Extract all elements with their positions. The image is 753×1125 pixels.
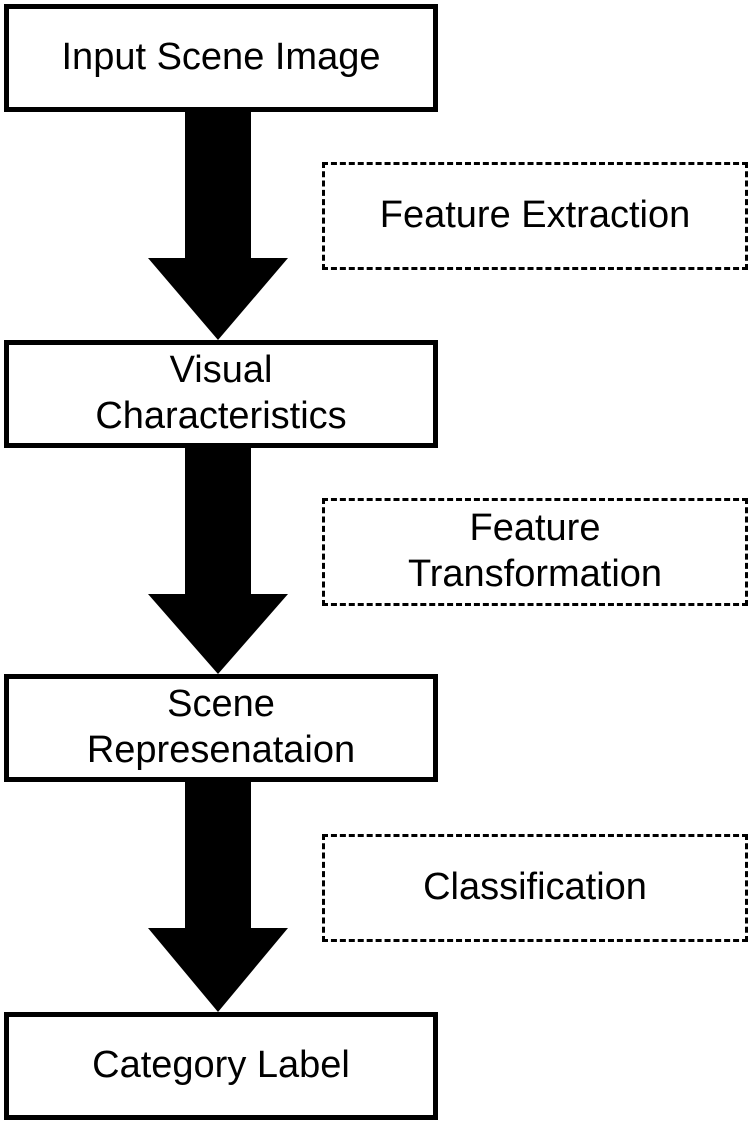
step-feature-transformation: Feature Transformation [322, 498, 748, 606]
node-label-line: Scene [167, 683, 275, 726]
step-label-line: Feature Extraction [379, 194, 691, 237]
step-classification: Classification [322, 834, 748, 942]
node-label-line: Represenataion [86, 729, 356, 771]
node-visual-characteristics: Visual Characteristics [4, 340, 438, 448]
node-input-scene-image: Input Scene Image [4, 4, 438, 112]
node-label-line: Visual [169, 349, 273, 392]
flow-arrow-transformation [148, 448, 288, 674]
node-label-line: Input Scene Image [61, 36, 381, 79]
step-label-line: Transformation [407, 553, 663, 595]
flow-arrow-classification [148, 782, 288, 1012]
node-scene-representation: Scene Represenataion [4, 674, 438, 782]
flow-arrow-extraction [148, 112, 288, 340]
node-label-line: Characteristics [95, 395, 347, 437]
step-feature-extraction: Feature Extraction [322, 162, 748, 270]
step-label-line: Feature [469, 507, 601, 550]
node-label-line: Category Label [92, 1044, 350, 1087]
step-label-line: Classification [423, 866, 647, 909]
node-category-label: Category Label [4, 1012, 438, 1120]
